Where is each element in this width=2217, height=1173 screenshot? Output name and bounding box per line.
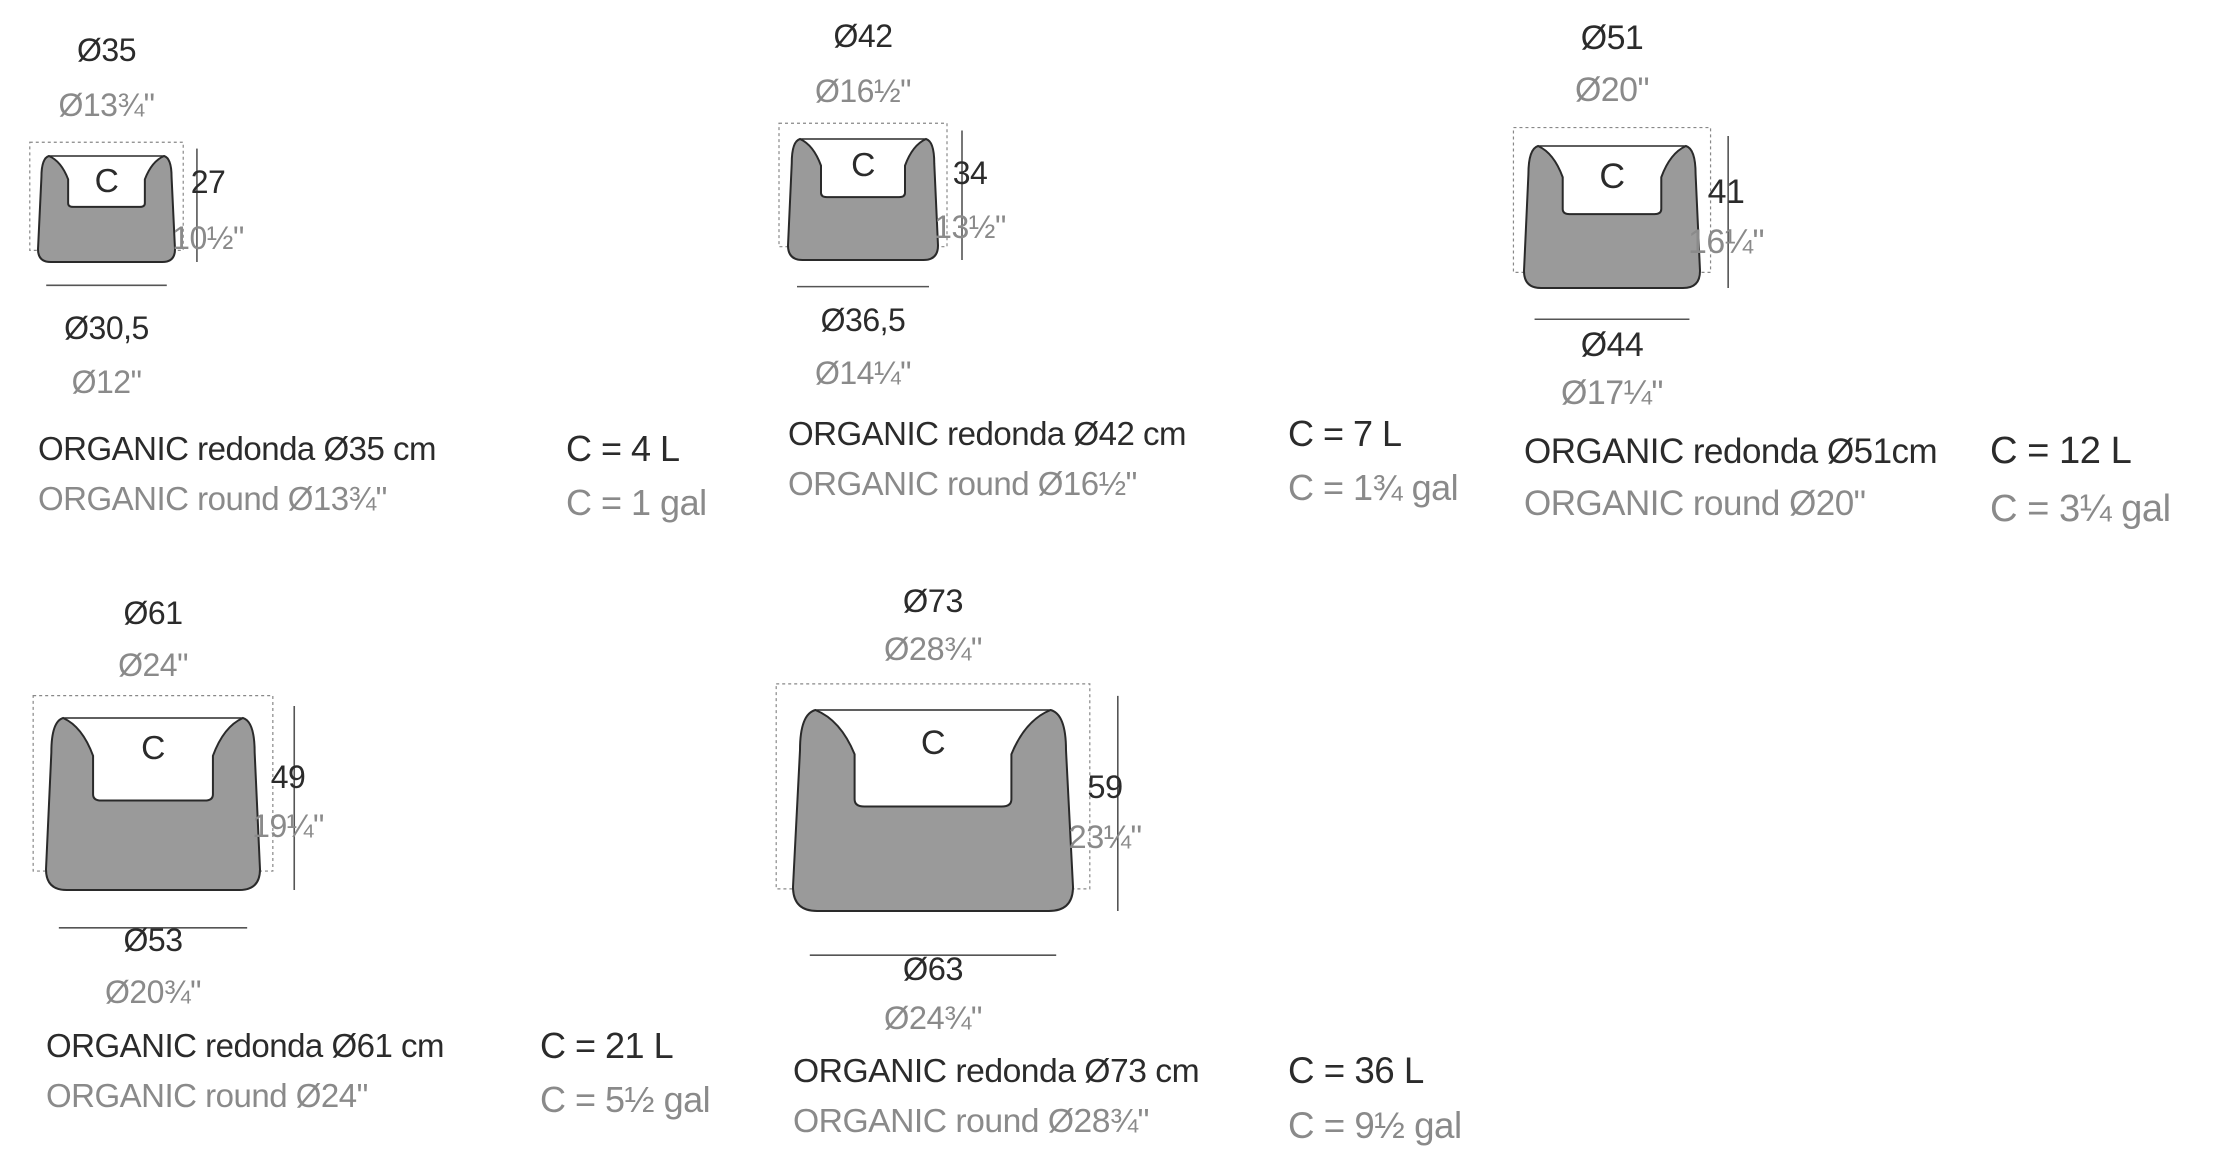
product-name-en: ORGANIC round Ø20" xyxy=(1524,484,1866,524)
product-name-en: ORGANIC round Ø28¾" xyxy=(793,1103,1150,1141)
top-diameter-cm: Ø42 xyxy=(833,18,893,55)
capacity-gallons: C = 1¾ gal xyxy=(1288,466,1459,508)
height-in: 13½" xyxy=(934,209,1006,246)
top-diameter-in: Ø20" xyxy=(1574,71,1650,110)
base-diameter-cm: Ø53 xyxy=(123,922,183,959)
product-name-es: ORGANIC redonda Ø51cm xyxy=(1524,432,1938,471)
height-cm: 49 xyxy=(270,759,306,796)
product-name-en: ORGANIC round Ø24" xyxy=(46,1076,368,1114)
capacity-marker: C xyxy=(141,730,165,768)
product-name-es: ORGANIC redonda Ø73 cm xyxy=(793,1052,1200,1090)
top-diameter-in: Ø24" xyxy=(118,647,188,684)
base-diameter-in: Ø20¾" xyxy=(104,974,202,1011)
capacity-gallons: C = 5½ gal xyxy=(540,1078,711,1120)
capacity-marker: C xyxy=(920,724,946,763)
base-diameter-cm: Ø63 xyxy=(902,950,964,988)
capacity-marker: C xyxy=(1599,155,1625,196)
pot-body xyxy=(36,154,177,263)
capacity-gallons: C = 3¼ gal xyxy=(1990,486,2171,530)
height-cm: 41 xyxy=(1707,173,1745,212)
base-diameter-cm: Ø44 xyxy=(1580,326,1644,365)
capacity-liters: C = 36 L xyxy=(1288,1050,1424,1092)
top-diameter-cm: Ø35 xyxy=(77,32,136,69)
top-diameter-cm: Ø51 xyxy=(1580,19,1644,58)
capacity-liters: C = 21 L xyxy=(540,1024,674,1066)
height-cm: 27 xyxy=(190,164,226,201)
base-diameter-in: Ø24¾" xyxy=(884,999,982,1037)
pot-body xyxy=(44,716,262,891)
top-diameter-guide xyxy=(775,683,1091,890)
capacity-liters: C = 4 L xyxy=(566,427,680,469)
pot-body xyxy=(786,137,940,261)
base-diameter-cm: Ø36,5 xyxy=(820,302,906,339)
top-diameter-in: Ø16½" xyxy=(814,73,912,110)
capacity-liters: C = 12 L xyxy=(1990,429,2132,473)
height-cm: 59 xyxy=(1087,768,1123,806)
height-in: 10½" xyxy=(172,220,244,257)
base-diameter-in: Ø12" xyxy=(71,364,142,401)
height-in: 19¼" xyxy=(252,808,324,845)
product-name-es: ORGANIC redonda Ø35 cm xyxy=(38,430,437,468)
base-diameter-in: Ø17¼" xyxy=(1561,374,1663,413)
top-diameter-in: Ø13¾" xyxy=(58,87,155,124)
capacity-gallons: C = 9½ gal xyxy=(1288,1105,1462,1147)
capacity-marker: C xyxy=(851,147,875,185)
capacity-liters: C = 7 L xyxy=(1288,412,1402,454)
height-cm: 34 xyxy=(952,155,988,192)
top-diameter-cm: Ø73 xyxy=(902,582,964,620)
height-in: 16¼" xyxy=(1687,223,1765,262)
product-name-es: ORGANIC redonda Ø42 cm xyxy=(788,415,1187,453)
product-name-en: ORGANIC round Ø13¾" xyxy=(38,479,387,517)
top-diameter-guide xyxy=(778,122,948,248)
pot-body xyxy=(1522,144,1702,289)
base-diameter-in: Ø14¼" xyxy=(814,355,912,392)
pot-body xyxy=(791,708,1075,912)
top-diameter-in: Ø28¾" xyxy=(884,630,982,668)
base-diameter-cm: Ø30,5 xyxy=(64,310,149,347)
top-diameter-cm: Ø61 xyxy=(123,595,183,632)
capacity-gallons: C = 1 gal xyxy=(566,481,707,523)
product-name-en: ORGANIC round Ø16½" xyxy=(788,464,1137,502)
height-in: 23¼" xyxy=(1068,818,1142,856)
capacity-marker: C xyxy=(94,163,119,201)
product-name-es: ORGANIC redonda Ø61 cm xyxy=(46,1027,445,1065)
